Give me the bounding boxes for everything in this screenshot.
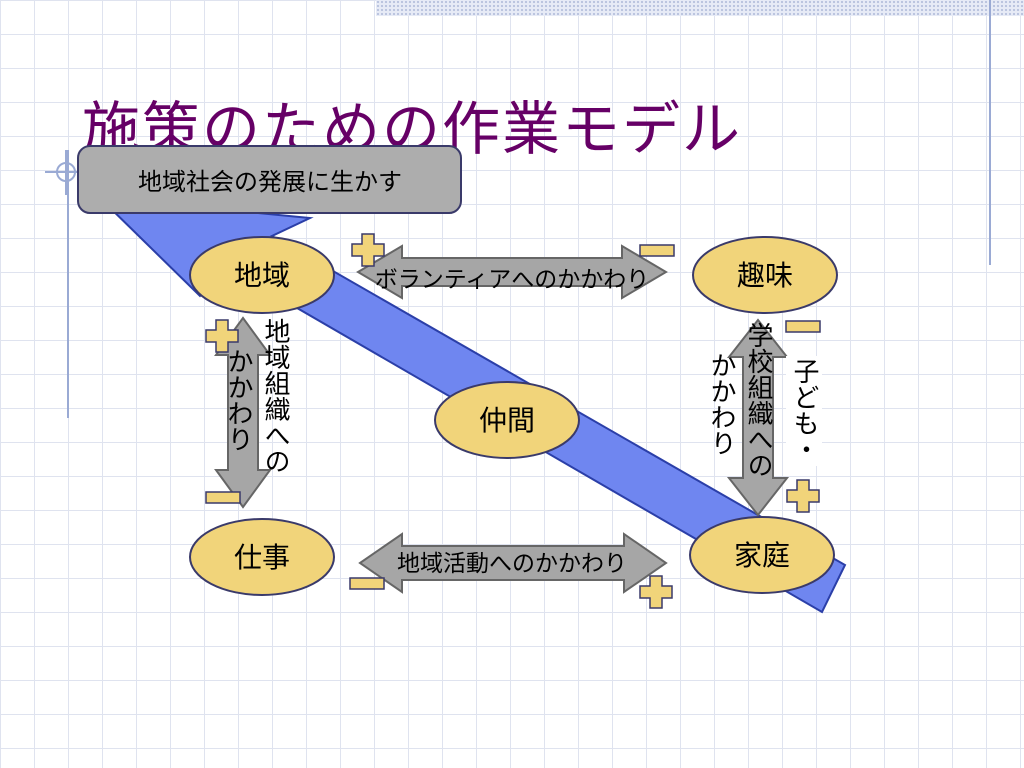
minus-icon xyxy=(349,577,385,590)
node-chiiki xyxy=(189,236,335,314)
gakko-soshiki-arrow xyxy=(726,318,790,517)
minus-icon xyxy=(205,491,241,504)
kodomo-label-box xyxy=(786,356,822,466)
plus-icon xyxy=(639,575,673,609)
gakko-soshiki-label-inner: 学校組織への xyxy=(743,322,773,478)
minus-icon xyxy=(639,244,675,257)
minus-icon xyxy=(785,320,821,333)
decorative-left-line xyxy=(67,150,69,418)
chiiki-soshiki-label-outer: 地域組織への xyxy=(260,318,290,474)
node-katei-label: 家庭 xyxy=(734,539,790,572)
node-nakama-label: 仲間 xyxy=(479,404,535,437)
plus-icon xyxy=(205,319,239,353)
chiiki-soshiki-arrow xyxy=(214,316,272,509)
volunteer-arrow xyxy=(356,244,668,300)
kodomo-label: 子ども・ xyxy=(789,358,819,462)
decorative-right-line xyxy=(989,0,991,265)
chiiki-soshiki-label-inner: かかわり xyxy=(223,348,253,452)
chiiki-katsudo-arrow-label: 地域活動へのかかわり xyxy=(397,551,627,577)
goal-label: 地域社会の発展に生かす xyxy=(138,168,402,196)
node-shigoto-label: 仕事 xyxy=(234,541,290,574)
node-shumi-label: 趣味 xyxy=(737,259,793,292)
volunteer-arrow-label: ボランティアへのかかわり xyxy=(375,267,650,293)
chiiki-katsudo-arrow xyxy=(358,532,668,594)
goal-box xyxy=(77,145,462,214)
node-chiiki-label: 地域 xyxy=(234,259,290,292)
decorative-top-band xyxy=(376,0,1024,16)
node-katei xyxy=(689,516,835,594)
node-shumi xyxy=(692,236,838,314)
plus-icon xyxy=(351,233,385,267)
plus-icon xyxy=(786,479,820,513)
node-shigoto xyxy=(189,518,335,596)
gakko-soshiki-label-outer: かかわり xyxy=(706,352,736,456)
node-nakama xyxy=(434,381,580,459)
